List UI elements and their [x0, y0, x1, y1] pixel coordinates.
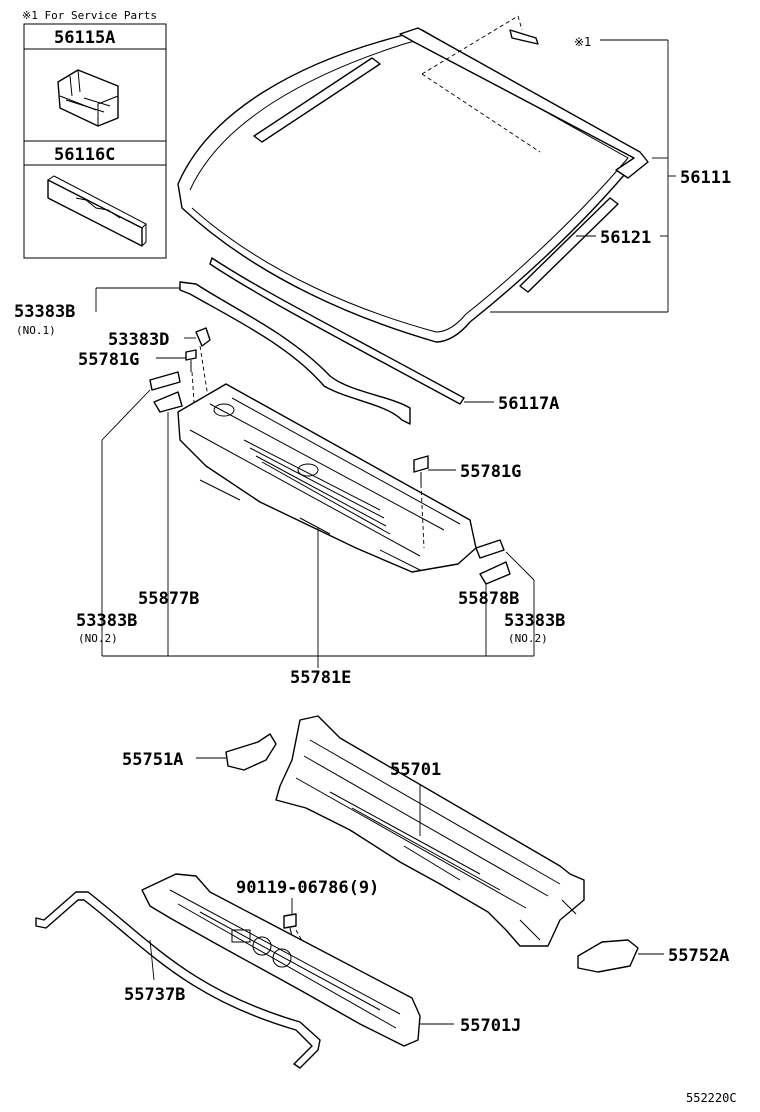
callout-53383B-no1-sub: (NO.1) [16, 324, 56, 337]
callout-55877B: 55877B [138, 589, 199, 609]
callout-55701: 55701 [390, 760, 441, 780]
clip-53383D [195, 327, 211, 347]
callout-53383B-no2-right-sub: (NO.2) [508, 632, 548, 645]
bracket-55752A [577, 939, 639, 973]
leader-lines [95, 39, 676, 1025]
strip-56116C-drawing [47, 175, 147, 247]
seal-53383B-no2-right [475, 539, 505, 559]
callout-56111: 56111 [680, 168, 731, 188]
callout-55701J: 55701J [460, 1016, 521, 1036]
cowl-panel-55701 [275, 715, 585, 947]
bracket-55751A [225, 733, 277, 771]
bracket-55878B [479, 561, 511, 585]
cowl-lower-panel-55701J [141, 873, 421, 1047]
callout-53383D: 53383D [108, 330, 169, 350]
callout-53383B-no2-left: 53383B [76, 611, 137, 631]
callout-55781E: 55781E [290, 668, 351, 688]
callout-labels: ※1 56111 56121 53383B (NO.1) 53383D 5578… [14, 35, 737, 1105]
service-part-56116C: 56116C [54, 145, 115, 165]
callout-star1: ※1 [574, 35, 591, 49]
service-note: ※1 For Service Parts [22, 9, 157, 22]
callout-53383B-no2-right: 53383B [504, 611, 565, 631]
callout-90119-06786: 90119-06786(9) [236, 878, 379, 898]
callout-55751A: 55751A [122, 750, 183, 770]
clip-56115A-drawing [57, 69, 119, 127]
lower-molding-56117A [209, 257, 465, 405]
callout-56121: 56121 [600, 228, 651, 248]
seal-53383B-no2-left [149, 371, 181, 391]
weatherstrip-53383B-no1 [179, 281, 411, 425]
rod-55737B [35, 891, 321, 1069]
callout-55781G-left: 55781G [78, 350, 139, 370]
callout-53383B-no1: 53383B [14, 302, 75, 322]
service-part-56115A: 56115A [54, 28, 115, 48]
callout-55878B: 55878B [458, 589, 519, 609]
bolt-90119-06786 [283, 913, 297, 937]
service-parts-inset: ※1 For Service Parts 56115A 56116C [22, 9, 167, 259]
windshield-glass [177, 15, 649, 343]
callout-55737B: 55737B [124, 985, 185, 1005]
fastener-55781G-left [185, 349, 197, 372]
figure-reference: 552220C [686, 1091, 737, 1105]
callout-55781G-right: 55781G [460, 462, 521, 482]
fastener-55781G-right [413, 455, 429, 484]
callout-53383B-no2-left-sub: (NO.2) [78, 632, 118, 645]
cowl-top-panel-55781E [177, 383, 477, 573]
bracket-55877B [153, 391, 183, 413]
callout-55752A: 55752A [668, 946, 729, 966]
callout-56117A: 56117A [498, 394, 559, 414]
